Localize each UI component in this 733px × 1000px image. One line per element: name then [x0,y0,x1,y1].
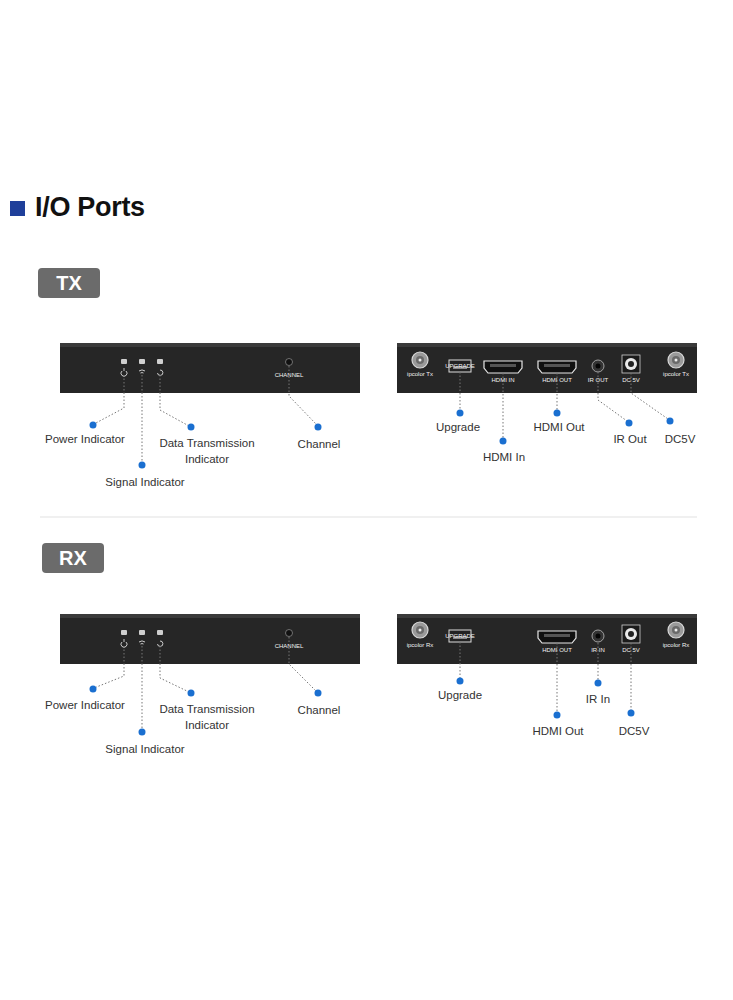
port-marking: IR IN [591,647,605,653]
rx-back-panel [397,614,697,664]
section-badge: RX [42,543,104,573]
port-marking: CHANNEL [275,643,304,649]
callout-label: Power Indicator [45,432,125,448]
callout-label: DC5V [619,724,650,740]
port-marking: UPGRADE [445,633,475,639]
callout-label: HDMI Out [532,724,583,740]
callout-label: Data Transmission Indicator [151,702,263,733]
page-title: I/O Ports [35,192,145,223]
tx-front-panel [60,343,360,393]
port-marking: ipcolor Tx [407,371,433,377]
port-marking: DC 5V [622,377,640,383]
port-marking: HDMI OUT [542,377,572,383]
port-marking: DC 5V [622,647,640,653]
port-marking: HDMI OUT [542,647,572,653]
separator [40,516,697,517]
callout-label: DC5V [665,432,696,448]
port-marking: ipcolor Rx [407,642,434,648]
badge-text: RX [59,547,87,570]
badge-text: TX [56,272,82,295]
callout-label: Channel [298,703,341,719]
section-badge: TX [38,268,100,298]
port-marking: ipcolor Tx [663,371,689,377]
port-marking: CHANNEL [275,372,304,378]
callout-label: Signal Indicator [105,475,184,491]
callout-label: HDMI In [483,450,525,466]
port-marking: ipcolor Rx [663,642,690,648]
callout-label: Channel [298,437,341,453]
title-marker [10,201,25,216]
port-marking: IR OUT [588,377,608,383]
callout-label: IR Out [613,432,646,448]
port-marking: UPGRADE [445,363,475,369]
leader-lines [94,366,668,729]
rx-front-panel [60,614,360,664]
callout-label: HDMI Out [533,420,584,436]
callout-label: Power Indicator [45,698,125,714]
callout-label: Upgrade [436,420,480,436]
port-marking: HDMI IN [492,377,515,383]
callout-label: Signal Indicator [105,742,184,758]
callout-label: Data Transmission Indicator [151,436,263,467]
callout-label: Upgrade [438,688,482,704]
callout-dots [90,410,674,736]
callout-label: IR In [586,692,610,708]
tx-back-panel [397,343,697,393]
